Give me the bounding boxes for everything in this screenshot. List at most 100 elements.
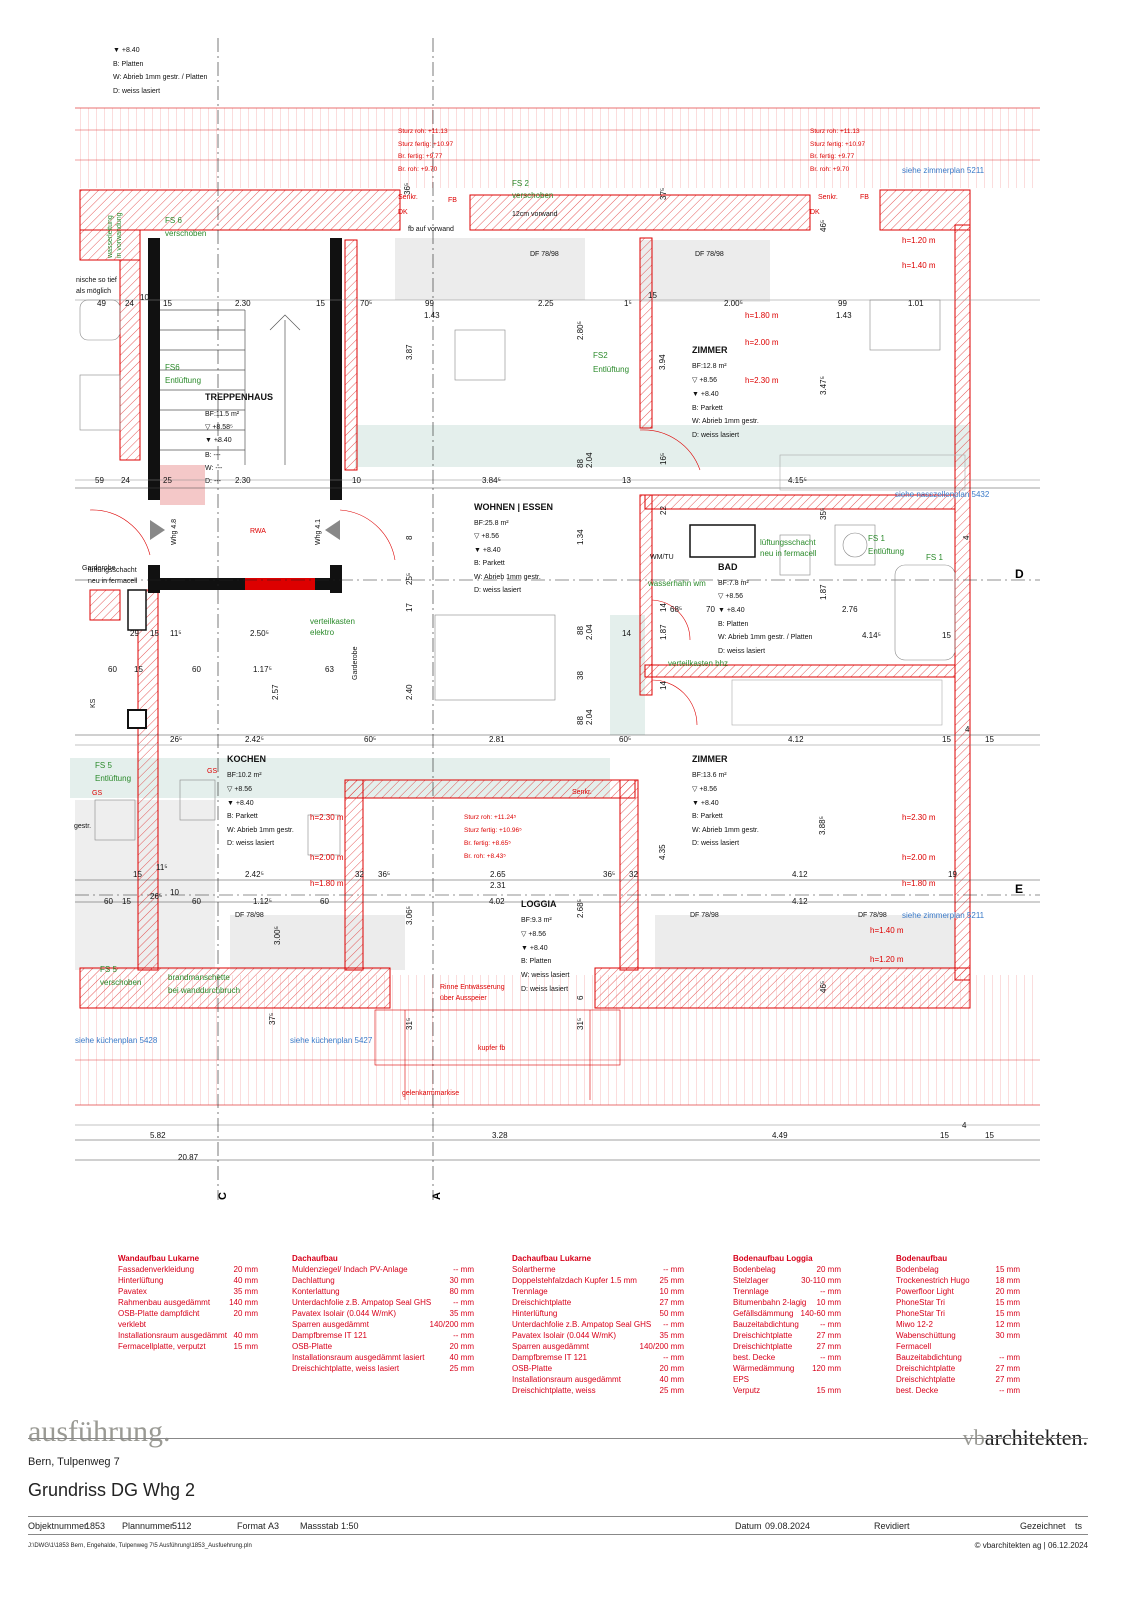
svg-text:FS2: FS2 bbox=[593, 351, 608, 360]
legend-layer: Gefällsdämmung bbox=[733, 1309, 794, 1318]
svg-text:B: Parkett: B: Parkett bbox=[692, 813, 723, 820]
svg-text:Senkr.: Senkr. bbox=[818, 194, 838, 201]
legend-layer: Dachlattung bbox=[292, 1276, 335, 1285]
legend-thickness: -- mm bbox=[999, 1353, 1020, 1362]
dimension-label: 88 bbox=[576, 626, 585, 635]
svg-text:FS 2: FS 2 bbox=[512, 179, 529, 188]
format-value: A3 bbox=[268, 1521, 280, 1531]
dimension-label: 46⁵ bbox=[819, 981, 828, 993]
legend-layer: Wärmedämmung EPS bbox=[733, 1364, 795, 1384]
svg-text:FS 5: FS 5 bbox=[100, 965, 117, 974]
svg-text:h=1.20 m: h=1.20 m bbox=[870, 955, 904, 964]
legend-thickness: 18 mm bbox=[995, 1276, 1020, 1285]
room-zimmer-2: ZIMMER BF:13.6 m² ▽ +8.56 ▼ +8.40 B: Par… bbox=[692, 754, 759, 847]
legend-title: Dachaufbau bbox=[292, 1254, 338, 1263]
svg-text:▽ +8.56: ▽ +8.56 bbox=[521, 931, 546, 938]
legend-thickness: 30 mm bbox=[449, 1276, 474, 1285]
svg-text:h=1.80 m: h=1.80 m bbox=[902, 879, 936, 888]
dimension-label: 1.43 bbox=[424, 311, 440, 320]
dimension-label: 68⁵ bbox=[670, 605, 682, 614]
legend-layer: Installationsraum ausgedämmt bbox=[118, 1331, 227, 1340]
svg-text:DF 78/98: DF 78/98 bbox=[695, 251, 724, 258]
dimension-label: 14 bbox=[659, 681, 668, 690]
svg-text:DF 78/98: DF 78/98 bbox=[858, 912, 887, 919]
dimension-label: 60⁵ bbox=[364, 735, 376, 744]
svg-text:▽ +8.56: ▽ +8.56 bbox=[718, 593, 743, 600]
svg-text:BF:13.6 m²: BF:13.6 m² bbox=[692, 772, 727, 779]
svg-text:in vorwandung: in vorwandung bbox=[116, 212, 123, 258]
dimension-label: 2.57 bbox=[271, 684, 280, 700]
svg-text:12cm vorwand: 12cm vorwand bbox=[512, 211, 558, 218]
svg-text:WM/TU: WM/TU bbox=[650, 554, 674, 561]
legend-layer: best. Decke bbox=[733, 1353, 776, 1362]
legend-row: Dampfbremse IT 121-- mm bbox=[292, 1330, 474, 1341]
dimension-label: 4.49 bbox=[772, 1131, 788, 1140]
dimension-label: 15 bbox=[985, 735, 994, 744]
dimension-label: 10 bbox=[352, 476, 361, 485]
legend-row: Bauzeitabdichtung-- mm bbox=[733, 1319, 841, 1330]
massstab-value: 1:50 bbox=[341, 1521, 359, 1531]
legend-layer: Verputz bbox=[733, 1386, 761, 1395]
legend-layer: Unterdachfolie z.B. Ampatop Seal GHS bbox=[512, 1320, 652, 1329]
dimension-label: 31⁵ bbox=[576, 1018, 585, 1030]
svg-text:D: weiss lasiert: D: weiss lasiert bbox=[113, 88, 160, 95]
svg-text:lüftungsschacht: lüftungsschacht bbox=[88, 567, 137, 574]
dimension-label: 3.87 bbox=[405, 344, 414, 360]
legend-thickness: -- mm bbox=[820, 1287, 841, 1296]
zones bbox=[70, 238, 970, 970]
svg-text:neu in fermacell: neu in fermacell bbox=[760, 549, 817, 558]
dimension-label: 2.00⁵ bbox=[724, 299, 743, 308]
dimension-label: 60 bbox=[320, 897, 329, 906]
legend-thickness: 15 mm bbox=[233, 1342, 258, 1351]
dimension-label: 25⁵ bbox=[405, 573, 414, 585]
legend-layer: Installationsraum ausgedämmt bbox=[512, 1375, 621, 1384]
dimension-label: 2.04 bbox=[585, 624, 594, 640]
dimension-label: 25 bbox=[163, 476, 172, 485]
legend-thickness: -- mm bbox=[663, 1320, 684, 1329]
svg-text:▼ +8.40: ▼ +8.40 bbox=[205, 437, 232, 444]
svg-text:verschoben: verschoben bbox=[512, 191, 553, 200]
svg-text:lüftungsschacht: lüftungsschacht bbox=[760, 538, 816, 547]
stair-core bbox=[148, 238, 342, 593]
legend-layer: Trennlage bbox=[733, 1287, 769, 1296]
dimension-label: 15 bbox=[942, 631, 951, 640]
svg-text:wasserhahn wm: wasserhahn wm bbox=[647, 579, 706, 588]
legend-row: best. Decke-- mm bbox=[733, 1352, 841, 1363]
legend-thickness: 40 mm bbox=[233, 1276, 258, 1285]
dimension-label: 3.88⁵ bbox=[818, 816, 827, 835]
legend-layer: Dreischichtplatte, weiss bbox=[512, 1386, 596, 1395]
legend-thickness: 10 mm bbox=[659, 1287, 684, 1296]
legend-thickness: 20 mm bbox=[995, 1287, 1020, 1296]
legend-layer: Hinterlüftung bbox=[512, 1309, 558, 1318]
svg-text:GS: GS bbox=[207, 768, 217, 775]
svg-text:DF 78/98: DF 78/98 bbox=[530, 251, 559, 258]
svg-text:BF:12.8 m²: BF:12.8 m² bbox=[692, 363, 727, 370]
svg-text:B: Platten: B: Platten bbox=[521, 958, 551, 965]
legend-layer: Pavatex Isolair (0.044 W/mK) bbox=[292, 1309, 397, 1318]
svg-text:über Ausspeier: über Ausspeier bbox=[440, 995, 487, 1002]
dimension-label: 38 bbox=[576, 671, 585, 680]
dimension-label: 3.00⁵ bbox=[273, 926, 282, 945]
red-notes: Rinne Entwässerung über Ausspeier kupfer… bbox=[92, 194, 869, 1097]
dimension-label: 15 bbox=[150, 629, 159, 638]
address: Bern, Tulpenweg 7 bbox=[28, 1456, 120, 1468]
legend-layer: Dreischichtplatte bbox=[512, 1298, 572, 1307]
dimension-label: 10 bbox=[170, 888, 179, 897]
dimension-label: 1.17⁵ bbox=[253, 665, 272, 674]
dimension-label: 1.43 bbox=[836, 311, 852, 320]
svg-text:DK: DK bbox=[810, 209, 820, 216]
dimension-label: 3.94 bbox=[658, 354, 667, 370]
dimension-label: 88 bbox=[576, 716, 585, 725]
room-loggia: LOGGIA BF:9.3 m² ▽ +8.56 ▼ +8.40 B: Plat… bbox=[521, 899, 570, 993]
svg-text:Senkr.: Senkr. bbox=[398, 194, 418, 201]
